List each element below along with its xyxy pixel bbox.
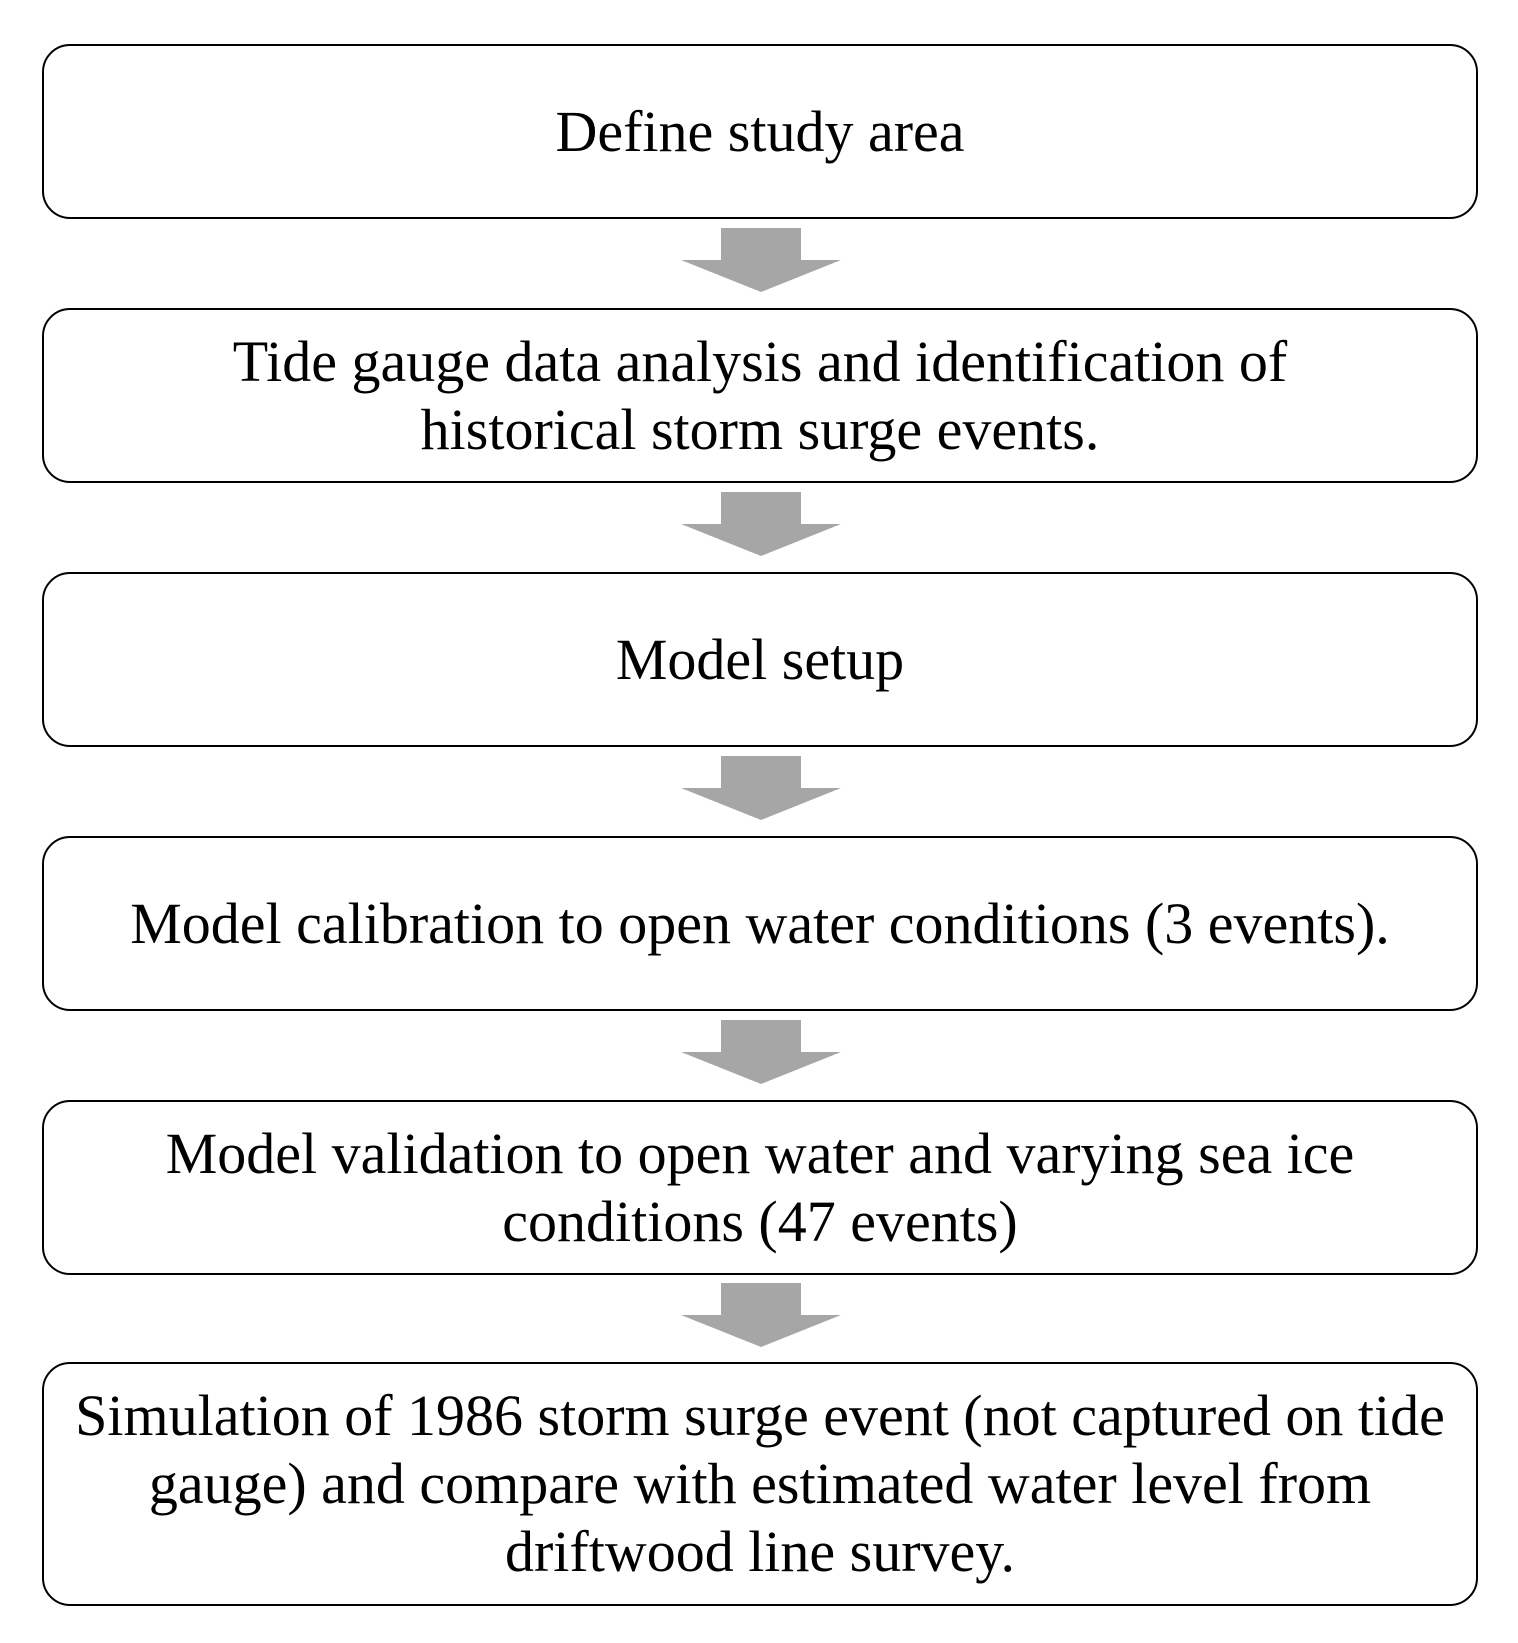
down-arrow-icon xyxy=(681,1283,841,1347)
step-simulation-1986: Simulation of 1986 storm surge event (no… xyxy=(42,1362,1478,1606)
step-label: Model validation to open water and varyi… xyxy=(165,1120,1355,1254)
step-label: Tide gauge data analysis and identificat… xyxy=(232,328,1288,462)
step-label: Model calibration to open water conditio… xyxy=(130,890,1390,956)
down-arrow-icon xyxy=(681,492,841,556)
step-tide-gauge-analysis: Tide gauge data analysis and identificat… xyxy=(42,308,1478,483)
down-arrow-icon xyxy=(681,1020,841,1084)
step-model-validation: Model validation to open water and varyi… xyxy=(42,1100,1478,1275)
step-define-study-area: Define study area xyxy=(42,44,1478,219)
down-arrow-icon xyxy=(681,756,841,820)
step-model-setup: Model setup xyxy=(42,572,1478,747)
step-model-calibration: Model calibration to open water conditio… xyxy=(42,836,1478,1011)
step-label: Simulation of 1986 storm surge event (no… xyxy=(75,1383,1445,1584)
step-label: Model setup xyxy=(615,626,905,692)
step-label: Define study area xyxy=(555,98,965,164)
down-arrow-icon xyxy=(681,228,841,292)
